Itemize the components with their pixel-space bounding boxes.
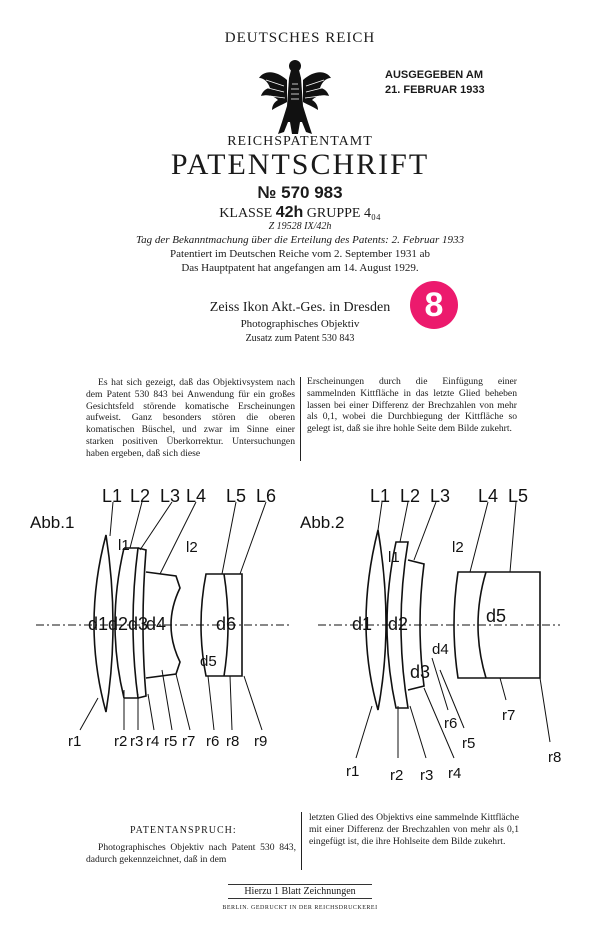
fig2-label-r7: r7 — [502, 707, 515, 724]
claim-text-left: Photographisches Objektiv nach Patent 53… — [86, 842, 296, 865]
fig1-label-l5: L5 — [226, 486, 246, 506]
addition-note: Zusatz zum Patent 530 843 — [245, 333, 355, 344]
fig2-label-l5: L5 — [508, 486, 528, 506]
fig1-lens-l2-back — [124, 547, 139, 699]
fig1-label-d2: d2 — [108, 614, 128, 634]
fig2-label-r1: r1 — [346, 763, 359, 780]
fig2-label-r3: r3 — [420, 767, 433, 784]
fig1-label-l3: L3 — [160, 486, 180, 506]
file-reference: Z 19528 IX/42h — [268, 221, 332, 232]
body-text-right: Erscheinungen durch die Einfügung einer … — [307, 376, 517, 435]
fig2-label-l4: L4 — [478, 486, 498, 506]
fig1-label-r4: r4 — [146, 733, 159, 750]
fig2-label-d3: d3 — [410, 662, 430, 682]
fig2-title: Abb.2 — [300, 513, 344, 532]
body-text-left: Es hat sich gezeigt, daß das Objektivsys… — [86, 377, 295, 459]
fig1-title: Abb.1 — [30, 513, 74, 532]
drawings-note: Hierzu 1 Blatt Zeichnungen — [228, 884, 372, 899]
fig1-label-d6: d6 — [216, 614, 236, 634]
printer-note: BERLIN. GEDRUCKT IN DER REICHSDRUCKEREI — [222, 905, 378, 911]
number-badge: 8 — [410, 281, 458, 329]
fig2-label-gap1: l1 — [388, 549, 400, 566]
patent-subject: Photographisches Objektiv — [240, 318, 360, 330]
fig2-label-r8: r8 — [548, 749, 561, 766]
document-title: PATENTSCHRIFT — [170, 148, 430, 181]
fig1-label-r7: r7 — [182, 733, 195, 750]
fig1-cement-surface — [223, 573, 229, 677]
patent-office: REICHSPATENTAMT — [227, 134, 373, 149]
fig2-lens-l3 — [407, 559, 425, 691]
fig2-label-l2: L2 — [400, 486, 420, 506]
fig1-label-r8: r8 — [226, 733, 239, 750]
patented-since: Patentiert im Deutschen Reiche vom 2. Se… — [170, 248, 430, 260]
fig1-lens-l4 — [145, 571, 181, 679]
claim-heading: PATENTANSPRUCH: — [130, 825, 237, 836]
column-divider — [300, 377, 301, 461]
fig2-label-r5: r5 — [462, 735, 475, 752]
issue-date-label: AUSGEGEBEN AM — [385, 69, 483, 81]
claim-divider — [301, 812, 302, 870]
group-value: 4₀₄ — [363, 206, 381, 221]
fig2-label-r2: r2 — [390, 767, 403, 784]
fig1-label-r9: r9 — [254, 733, 267, 750]
fig1-label-r6: r6 — [206, 733, 219, 750]
applicant-name: Zeiss Ikon Akt.-Ges. in Dresden — [209, 300, 391, 315]
main-patent-date: Das Hauptpatent hat angefangen am 14. Au… — [181, 262, 419, 274]
group-label: GRUPPE — [306, 206, 361, 221]
patent-number: № 570 983 — [257, 183, 343, 202]
claim-text-right: letzten Glied des Objektivs eine sammeln… — [309, 812, 519, 847]
class-line: KLASSE 42h GRUPPE 4₀₄ — [0, 204, 600, 222]
fig2-label-d5: d5 — [486, 606, 506, 626]
fig2-label-l3: L3 — [430, 486, 450, 506]
fig1-label-l4: L4 — [186, 486, 206, 506]
lens-drawings: Abb.1 Abb.2 L1 L2 L3 L4 L5 L6 l1 l2 d1 d… — [30, 486, 561, 784]
fig2-lens-l2 — [386, 541, 409, 709]
fig1-label-l1: L1 — [102, 486, 122, 506]
fig1-label-r5: r5 — [164, 733, 177, 750]
fig2-label-gap2: l2 — [452, 539, 464, 556]
badge-number: 8 — [424, 286, 444, 324]
fig2-cement-surface — [477, 571, 487, 679]
fig1-label-r2: r2 — [114, 733, 127, 750]
eagle-emblem-icon — [259, 60, 331, 134]
country-heading: DEUTSCHES REICH — [224, 30, 376, 46]
class-prefix: KLASSE — [219, 206, 273, 221]
fig1-label-gap2: l2 — [186, 539, 198, 556]
fig1-label-r1: r1 — [68, 733, 81, 750]
fig1-label-d5: d5 — [200, 653, 217, 670]
issue-date-value: 21. FEBRUAR 1933 — [385, 84, 485, 96]
announcement-date: Tag der Bekanntmachung über die Erteilun… — [135, 234, 465, 246]
fig1-label-gap1: l1 — [118, 537, 130, 554]
fig2-label-r4: r4 — [448, 765, 461, 782]
fig1-lens-l3 — [137, 547, 147, 699]
issue-date: AUSGEGEBEN AM 21. FEBRUAR 1933 — [385, 68, 485, 98]
fig1-lens-l2-front — [114, 547, 125, 699]
class-value: 42h — [275, 204, 304, 221]
fig1-label-l2: L2 — [130, 486, 150, 506]
fig2-label-d1: d1 — [352, 614, 372, 634]
fig1-label-d1: d1 — [88, 614, 108, 634]
fig2-label-d2: d2 — [388, 614, 408, 634]
fig2-label-l1: L1 — [370, 486, 390, 506]
fig1-label-r3: r3 — [130, 733, 143, 750]
fig1-label-d4: d4 — [146, 614, 166, 634]
fig1-label-d3: d3 — [128, 614, 148, 634]
fig1-lens-l5 — [200, 573, 243, 677]
fig1-label-l6: L6 — [256, 486, 276, 506]
fig2-lens-l1 — [365, 529, 387, 711]
fig2-label-r6: r6 — [444, 715, 457, 732]
fig1-lens-l1 — [93, 534, 114, 713]
fig2-label-d4: d4 — [432, 641, 449, 658]
